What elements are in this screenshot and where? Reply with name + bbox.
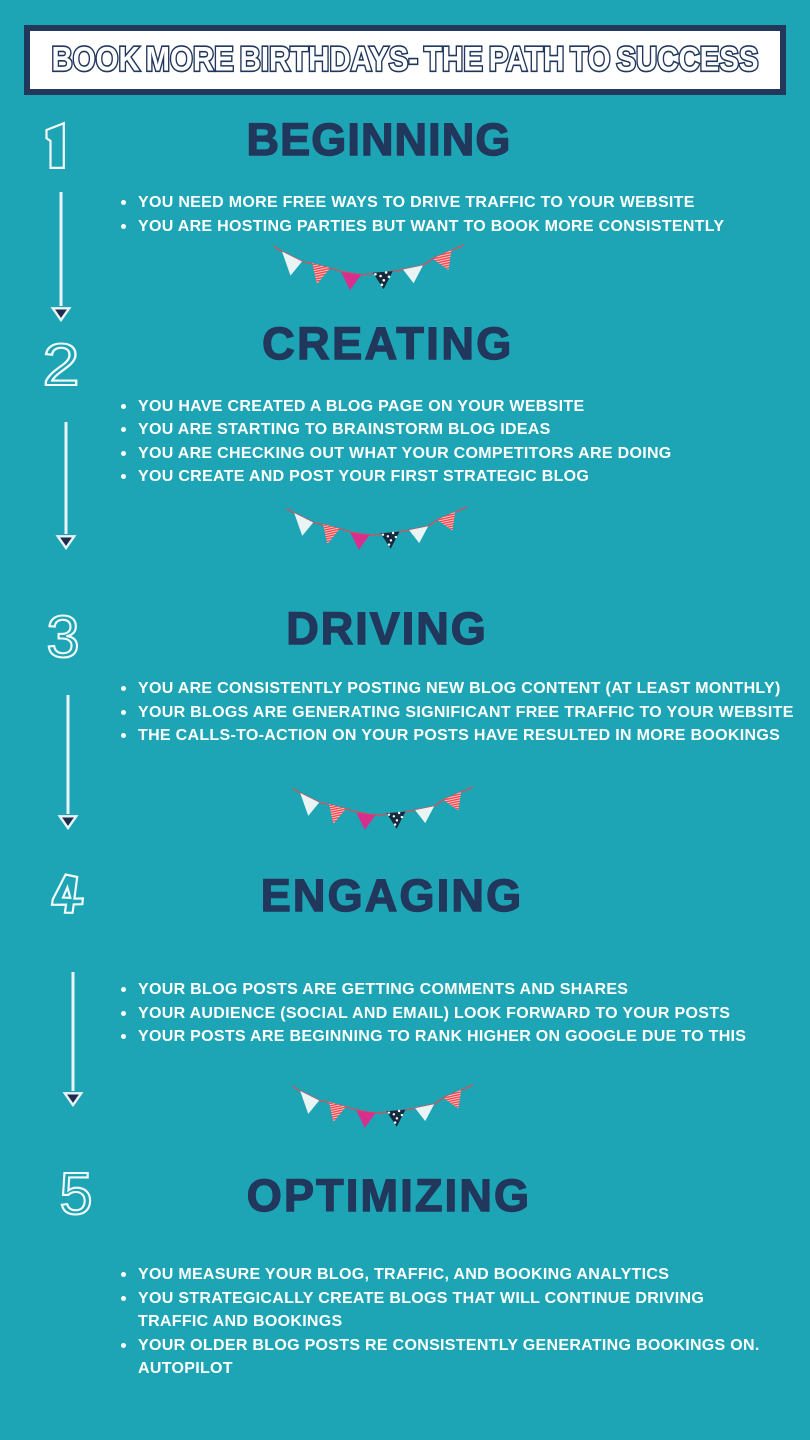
svg-text:BOOK MORE BIRTHDAYS- THE PATH: BOOK MORE BIRTHDAYS- THE PATH TO SUCCESS (52, 40, 759, 78)
